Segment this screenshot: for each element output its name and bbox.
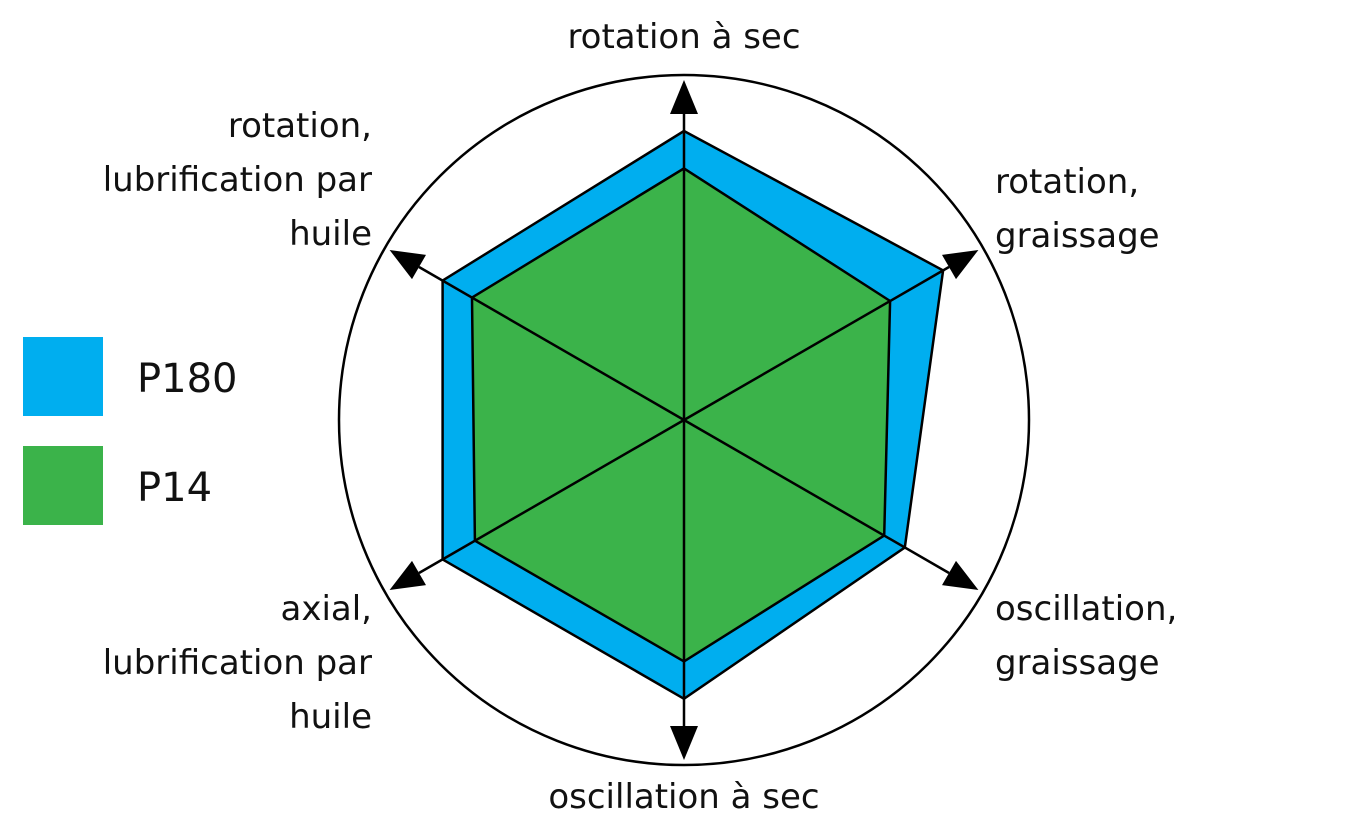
axis-layer	[389, 80, 979, 760]
axis-label-line: huile	[289, 214, 372, 254]
axis-label-line: lubrification par	[103, 643, 372, 683]
axis-arrow-2	[942, 560, 979, 590]
axis-label-line: rotation,	[995, 162, 1139, 202]
axis-label-3: oscillation à sec	[548, 777, 819, 817]
outer-circle	[337, 73, 1031, 767]
axis-label-0: rotation à sec	[567, 17, 800, 57]
legend-label-p180: P180	[137, 356, 237, 402]
axis-line-4	[418, 418, 685, 575]
label-layer: rotation à secrotation,graissageoscillat…	[103, 17, 1178, 817]
axis-line-5	[418, 265, 685, 422]
axis-label-line: huile	[289, 697, 372, 737]
axis-label-line: rotation,	[228, 106, 372, 146]
axis-label-5: rotation, lubrification par huile	[103, 106, 372, 254]
axis-label-line: oscillation,	[995, 589, 1177, 629]
axis-label-1: rotation, graissage	[995, 162, 1160, 256]
axis-label-2: oscillation, graissage	[995, 589, 1177, 683]
axis-label-line: graissage	[995, 643, 1160, 683]
axis-arrow-5	[389, 250, 426, 280]
axis-line-1	[683, 265, 950, 422]
axis-arrow-3	[670, 726, 698, 760]
axis-label-line: graissage	[995, 216, 1160, 256]
axis-arrow-1	[942, 250, 979, 280]
legend-swatch-p180	[23, 337, 103, 416]
legend-label-p14: P14	[137, 465, 212, 511]
axis-label-line: lubrification par	[103, 160, 372, 200]
axis-label-line: rotation à sec	[567, 17, 800, 57]
axis-arrow-4	[389, 560, 426, 590]
axis-label-4: axial, lubrification par huile	[103, 589, 372, 737]
axis-arrow-0	[670, 80, 698, 114]
axis-label-line: oscillation à sec	[548, 777, 819, 817]
legend-swatch-p14	[23, 446, 103, 525]
axis-label-line: axial,	[281, 589, 373, 629]
grid-layer	[337, 73, 1031, 767]
axis-line-2	[683, 418, 950, 575]
